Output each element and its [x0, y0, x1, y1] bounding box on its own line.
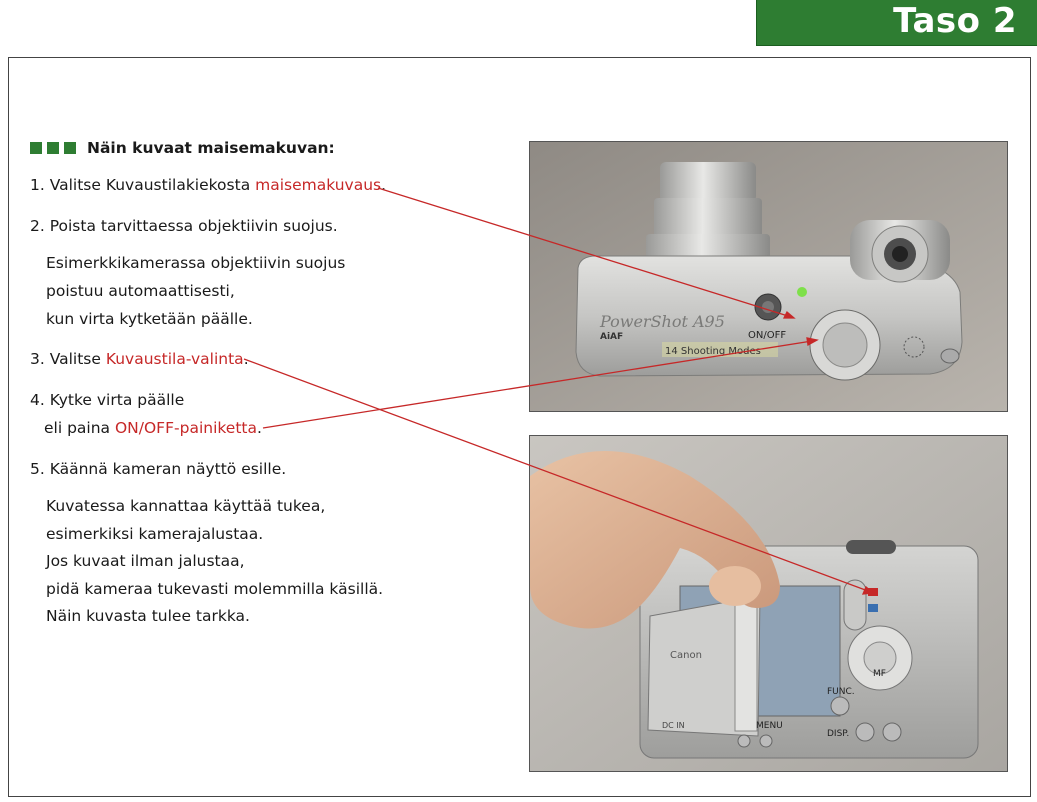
- mf-label: MF: [873, 669, 886, 679]
- func-label: FUNC.: [827, 687, 855, 697]
- content-frame: [8, 57, 1031, 797]
- step-1: 1. Valitse Kuvaustilakiekosta maisemakuv…: [30, 175, 386, 195]
- camera-front-illustration: PowerShot A95 AiAF ON/OFF 14 Shooting Mo…: [530, 142, 1007, 411]
- level-label: Taso 2: [893, 1, 1017, 41]
- step-5-note-2: esimerkiksi kamerajalustaa.: [46, 525, 264, 543]
- camera-back-photo: Canon FUNC. DISP. MENU DC IN MF: [529, 435, 1008, 772]
- step-3-highlight: Kuvaustila-valinta: [105, 350, 244, 368]
- brand-label: PowerShot A95: [599, 312, 725, 331]
- section-heading: Näin kuvaat maisemakuvan:: [30, 138, 335, 158]
- step-5-note-1: Kuvatessa kannattaa käyttää tukea,: [46, 497, 326, 515]
- step-2-note-1: Esimerkkikamerassa objektiivin suojus: [46, 254, 346, 272]
- step-3: 3. Valitse Kuvaustila-valinta.: [30, 349, 249, 369]
- level-badge: Taso 2: [756, 0, 1037, 46]
- step-1-highlight: maisemakuvaus: [255, 176, 382, 194]
- step-5-note-4: pidä kameraa tukevasti molemmilla käsill…: [46, 580, 384, 598]
- step-4-text: eli paina: [44, 419, 115, 437]
- af-label: AiAF: [600, 332, 623, 342]
- bullet-square-icon: [30, 142, 42, 154]
- step-4-line-2: eli paina ON/OFF-painiketta.: [44, 418, 262, 438]
- menu-label: MENU: [756, 721, 783, 731]
- step-2-note-3: kun virta kytketään päälle.: [46, 310, 253, 328]
- step-5: 5. Käännä kameran näyttö esille.: [30, 460, 287, 478]
- step-5-note-3: Jos kuvaat ilman jalustaa,: [46, 552, 245, 570]
- step-1-text: 1. Valitse Kuvaustilakiekosta: [30, 176, 256, 194]
- onoff-label: ON/OFF: [748, 330, 786, 341]
- step-3-text: 3. Valitse: [30, 350, 106, 368]
- modes-label: 14 Shooting Modes: [665, 346, 761, 357]
- step-1-suffix: .: [381, 176, 387, 194]
- canon-label: Canon: [670, 650, 702, 661]
- step-2-note-2: poistuu automaattisesti,: [46, 282, 235, 300]
- camera-front-photo: PowerShot A95 AiAF ON/OFF 14 Shooting Mo…: [529, 141, 1008, 412]
- camera-back-illustration: Canon FUNC. DISP. MENU DC IN MF: [530, 436, 1007, 771]
- step-2: 2. Poista tarvittaessa objektiivin suoju…: [30, 217, 338, 235]
- step-5-note-5: Näin kuvasta tulee tarkka.: [46, 607, 250, 625]
- bullet-square-icon: [47, 142, 59, 154]
- disp-label: DISP.: [827, 729, 849, 739]
- bullet-square-icon: [64, 142, 76, 154]
- step-4-highlight: ON/OFF-painiketta: [114, 419, 257, 437]
- step-4-suffix: .: [257, 419, 262, 437]
- step-4: 4. Kytke virta päälle: [30, 391, 185, 409]
- dcin-label: DC IN: [662, 721, 685, 730]
- step-3-suffix: .: [243, 350, 249, 368]
- heading-title: Näin kuvaat maisemakuvan:: [87, 139, 335, 157]
